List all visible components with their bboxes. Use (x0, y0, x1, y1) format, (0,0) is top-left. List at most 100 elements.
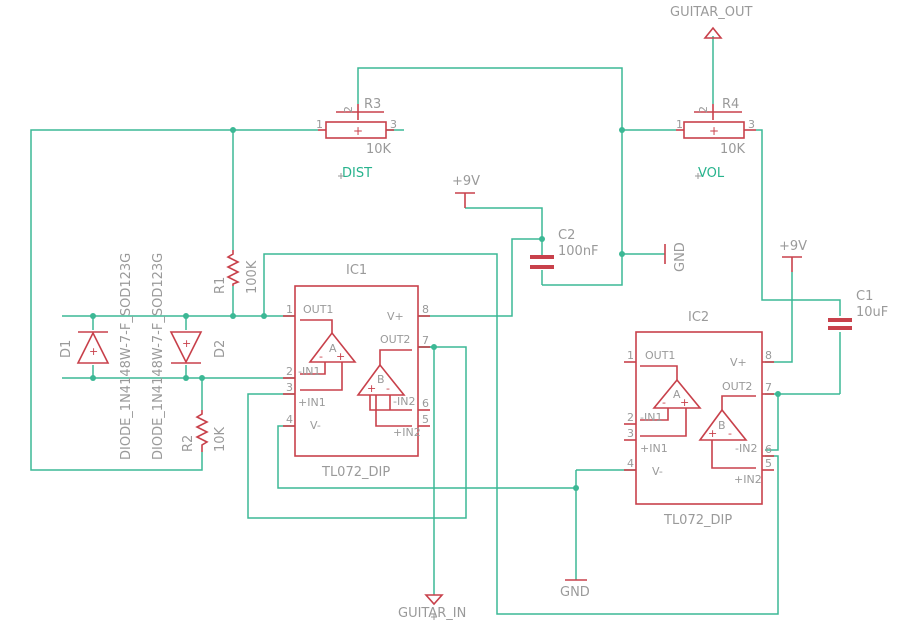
c2-name: C2 (558, 228, 575, 243)
ic1-out1-label: OUT1 (303, 303, 333, 316)
r3-pin3: 3 (390, 118, 397, 131)
gnd-bottom-symbol[interactable]: GND (560, 579, 590, 600)
ic1-unit-b: B (377, 373, 385, 386)
r1-name: R1 (213, 277, 228, 294)
svg-text:+: + (367, 382, 376, 395)
ic2-in1n-label: -IN1 (640, 411, 662, 424)
ic1-out2-label: OUT2 (380, 333, 410, 346)
ic2-pin4: 4 (627, 457, 634, 470)
guitar-in-label: GUITAR_IN (398, 606, 466, 621)
svg-text:+: + (336, 350, 345, 363)
ic2-in1p-label: +IN1 (640, 442, 668, 455)
svg-text:-: - (319, 350, 323, 363)
vcc-left-symbol[interactable]: +9V (452, 174, 480, 208)
ic2-vneg-label: V- (652, 465, 663, 478)
svg-text:+: + (182, 337, 191, 350)
d2-diode[interactable]: + D2 DIODE_1N4148W-7-F_SOD123G (151, 253, 228, 460)
ic1-in2p-label: +IN2 (393, 426, 421, 439)
ic2-pin3: 3 (627, 427, 634, 440)
ic1-pin3: 3 (286, 381, 293, 394)
wires (30, 36, 841, 615)
ic2-pin5: 5 (765, 457, 772, 470)
junctions (90, 127, 781, 491)
ic2-part: TL072_DIP (663, 513, 732, 528)
ic2-name: IC2 (688, 310, 709, 325)
ic2-opamp[interactable]: - + A + - B 1 2 3 4 8 7 6 5 OUT1 -IN1 +I… (624, 310, 774, 528)
ic2-pin7: 7 (765, 381, 772, 394)
svg-text:+: + (89, 345, 98, 358)
r3-pin1: 1 (316, 118, 323, 131)
svg-text:-: - (386, 382, 390, 395)
r3-name: R3 (364, 97, 381, 112)
ic1-opamp[interactable]: - + A + - B 1 2 3 4 8 7 6 5 OUT1 -IN1 +I… (283, 263, 430, 480)
r3-label: DIST (342, 166, 372, 181)
d1-part: DIODE_1N4148W-7-F_SOD123G (119, 253, 134, 460)
r4-pin3: 3 (748, 118, 755, 131)
ic1-unit-a: A (329, 342, 337, 355)
ic1-pin6: 6 (422, 397, 429, 410)
svg-text:-: - (728, 427, 732, 440)
guitar-out-port[interactable]: GUITAR_OUT (670, 5, 753, 39)
ic1-name: IC1 (346, 263, 367, 278)
svg-text:+: + (680, 396, 689, 409)
c1-name: C1 (856, 289, 873, 304)
vcc-right-symbol[interactable]: +9V (779, 239, 807, 272)
guitar-in-port[interactable]: GUITAR_IN (398, 594, 466, 621)
ic1-in1p-label: +IN1 (298, 396, 326, 409)
d1-diode[interactable]: + D1 DIODE_1N4148W-7-F_SOD123G (59, 253, 134, 460)
ic2-unit-a: A (673, 388, 681, 401)
ic2-out2-label: OUT2 (722, 380, 752, 393)
r1-value: 100K (245, 260, 260, 294)
c1-value: 10uF (856, 305, 888, 320)
r4-label: VOL (698, 166, 725, 181)
vcc-left-label: +9V (452, 174, 480, 189)
r2-name: R2 (181, 435, 196, 452)
ic2-out1-label: OUT1 (645, 349, 675, 362)
gnd-right-label: GND (673, 242, 688, 272)
ic1-pin2: 2 (286, 365, 293, 378)
d2-part: DIODE_1N4148W-7-F_SOD123G (151, 253, 166, 460)
ic1-vneg-label: V- (310, 419, 321, 432)
ic2-in2n-label: -IN2 (735, 442, 757, 455)
r4-pin2: 2 (697, 106, 710, 113)
vcc-right-label: +9V (779, 239, 807, 254)
ic2-pin6: 6 (765, 443, 772, 456)
c1-capacitor[interactable]: C1 10uF (828, 289, 888, 330)
ic1-in1n-label: -IN1 (298, 365, 320, 378)
ic1-pin4: 4 (286, 413, 293, 426)
ic2-pin1: 1 (627, 349, 634, 362)
ic2-pin2: 2 (627, 411, 634, 424)
r4-pin1: 1 (676, 118, 683, 131)
r4-potentiometer[interactable]: + 1 2 3 R4 10K VOL (676, 97, 756, 181)
ic1-pin8: 8 (422, 303, 429, 316)
r3-potentiometer[interactable]: + 1 2 3 R3 10K DIST (316, 97, 397, 181)
ic1-part: TL072_DIP (321, 465, 390, 480)
svg-text:+: + (708, 427, 717, 440)
r3-pin2: 2 (342, 106, 355, 113)
c2-capacitor[interactable]: C2 100nF (530, 228, 599, 269)
gnd-right-symbol[interactable]: GND (664, 242, 688, 272)
svg-text:+: + (353, 124, 363, 138)
r4-name: R4 (722, 97, 739, 112)
svg-text:+: + (709, 124, 719, 138)
ic1-pin7: 7 (422, 334, 429, 347)
r1-resistor[interactable]: R1 100K (213, 250, 260, 294)
svg-text:-: - (662, 396, 666, 409)
ic1-pin5: 5 (422, 413, 429, 426)
r2-resistor[interactable]: R2 10K (181, 410, 228, 452)
ic2-in2p-label: +IN2 (734, 473, 762, 486)
d1-name: D1 (59, 340, 74, 358)
ic1-vpos-label: V+ (387, 310, 404, 323)
ic2-unit-b: B (718, 419, 726, 432)
origin-marks (338, 173, 701, 620)
ic1-pin1: 1 (286, 303, 293, 316)
ic1-in2n-label: -IN2 (393, 395, 415, 408)
gnd-bottom-label: GND (560, 585, 590, 600)
d2-name: D2 (213, 340, 228, 358)
c2-value: 100nF (558, 244, 599, 259)
guitar-out-label: GUITAR_OUT (670, 5, 753, 20)
r2-value: 10K (213, 426, 228, 452)
ic2-vpos-label: V+ (730, 356, 747, 369)
